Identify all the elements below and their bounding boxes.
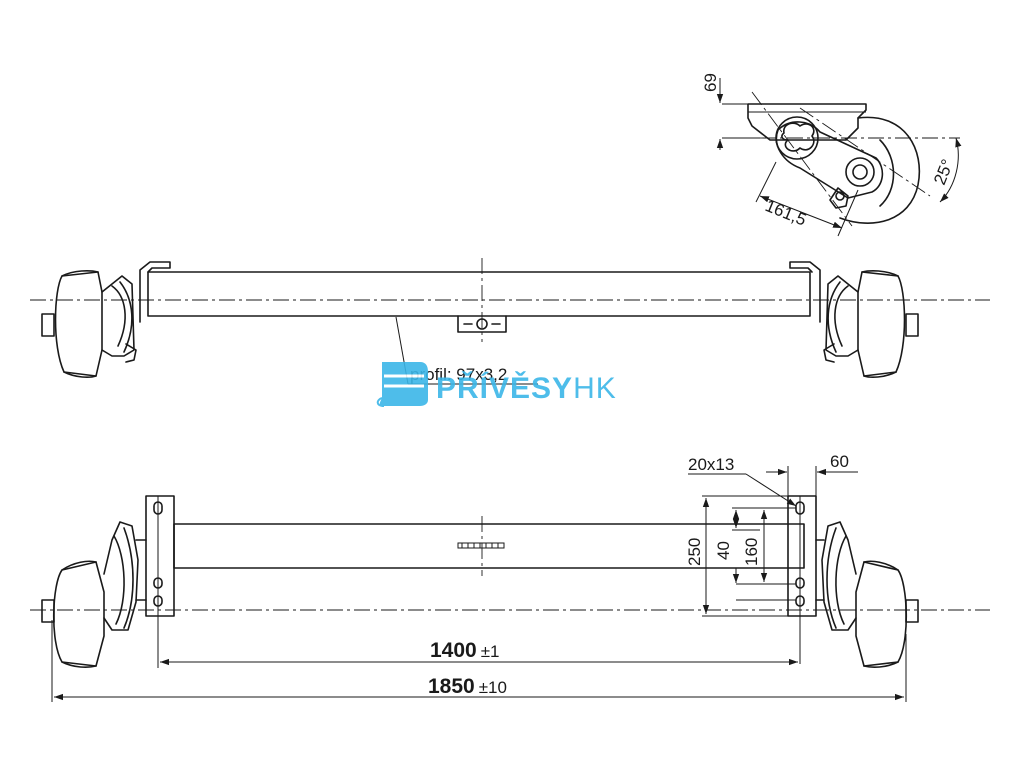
svg-text:PŘÍVĚSYHK: PŘÍVĚSYHK [436, 371, 617, 405]
track-dimension-label: 1400±1 [430, 639, 500, 662]
arm-length-label: 161,5 [763, 196, 810, 230]
overall-tolerance: ±10 [479, 678, 507, 697]
drum-inner-rim [879, 139, 895, 207]
offset-label: 60 [830, 452, 849, 471]
hub-circle [845, 157, 875, 187]
bracket-height-label: 69 [701, 73, 720, 92]
overall-value: 1850 [428, 675, 475, 698]
hole-span-label: 160 [742, 538, 761, 566]
axle-tube-side [147, 271, 811, 317]
hole-pitch-label: 40 [714, 541, 733, 560]
centre-weld-mark [457, 542, 505, 549]
swing-arm [775, 121, 884, 199]
top-view [30, 466, 990, 702]
overall-dimension-label: 1850±10 [428, 675, 507, 698]
right-hub-top [815, 521, 919, 668]
right-hub-side [823, 270, 919, 378]
brand-light: HK [573, 372, 617, 405]
right-mounting-plate [787, 495, 817, 664]
plate-height-label: 250 [685, 538, 704, 566]
brand-bold: PŘÍVĚSY [436, 371, 573, 405]
brake-disk [839, 116, 921, 224]
bracket-detail-view [716, 78, 962, 237]
hole-size-label: 20x13 [688, 455, 734, 474]
track-value: 1400 [430, 639, 477, 662]
side-view [30, 258, 990, 385]
trailer-icon [376, 362, 428, 407]
left-hub-top [41, 521, 147, 668]
left-hub-side [41, 270, 137, 378]
torsion-insert [781, 122, 815, 152]
axle-tube-top [173, 523, 805, 569]
profile-label: profil: 97x3,2 [410, 365, 507, 384]
mounting-plate [747, 103, 867, 141]
track-tolerance: ±1 [481, 642, 500, 661]
centre-marker [457, 315, 507, 333]
left-mounting-plate [145, 495, 175, 620]
watermark: PŘÍVĚSYHK [376, 362, 617, 407]
